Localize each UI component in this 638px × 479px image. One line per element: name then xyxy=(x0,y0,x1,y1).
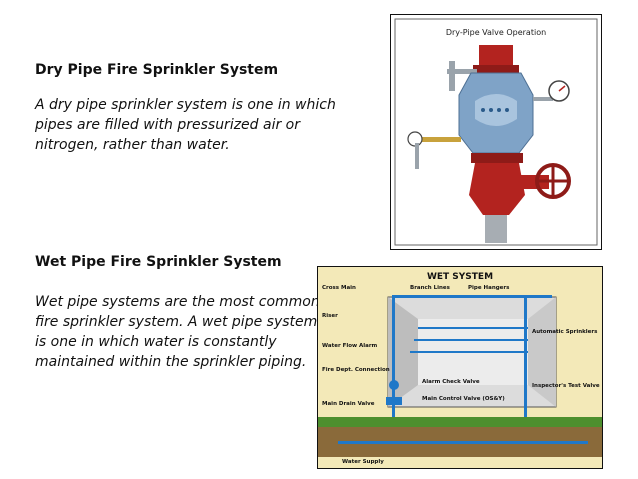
label-fire-dept-connection: Fire Dept. Connection xyxy=(322,367,390,373)
supply-pipe xyxy=(485,215,507,243)
label-water-supply: Water Supply xyxy=(342,459,384,465)
trim-pipe-upper xyxy=(447,69,477,74)
label-automatic-sprinklers: Automatic Sprinklers xyxy=(532,329,598,335)
trim-pipe-vertical xyxy=(449,61,455,91)
top-flange xyxy=(473,65,519,73)
underground-supply-pipe xyxy=(338,441,588,444)
trim-pipe-left xyxy=(421,137,461,142)
label-pipe-hangers: Pipe Hangers xyxy=(468,285,510,291)
wet-pipe-heading: Wet Pipe Fire Sprinkler System xyxy=(35,254,282,270)
gauge-pipe xyxy=(533,97,553,101)
label-branch-lines: Branch Lines xyxy=(410,285,451,291)
label-main-drain-valve: Main Drain Valve xyxy=(322,401,375,407)
dry-pipe-valve-illustration: Dry-Pipe Valve Operation xyxy=(394,18,598,246)
label-main-control-valve: Main Control Valve (OS&Y) xyxy=(422,396,505,402)
dry-figure-title: Dry-Pipe Valve Operation xyxy=(446,28,546,37)
cross-main-pipe xyxy=(392,295,552,298)
alarm-check-valve-icon xyxy=(389,380,399,390)
label-riser: Riser xyxy=(322,313,338,319)
branch-line-3 xyxy=(410,351,528,353)
label-water-flow-alarm: Water Flow Alarm xyxy=(322,343,378,349)
dry-pipe-valve-figure: Dry-Pipe Valve Operation xyxy=(390,14,602,250)
branch-line-1 xyxy=(418,327,528,329)
room-left-wall xyxy=(388,297,418,407)
branch-line-2 xyxy=(414,339,528,341)
label-cross-main: Cross Main xyxy=(322,285,356,291)
room-right-wall xyxy=(528,297,556,407)
side-outlet xyxy=(519,175,549,189)
dry-pipe-heading: Dry Pipe Fire Sprinkler System xyxy=(35,62,279,78)
wet-pipe-description: Wet pipe systems are the most common fir… xyxy=(35,294,320,370)
dry-pipe-description: A dry pipe sprinkler system is one in wh… xyxy=(35,97,336,153)
main-control-valve-icon xyxy=(386,397,402,405)
top-pipe xyxy=(479,45,513,67)
middle-flange xyxy=(471,153,523,163)
label-alarm-check-valve: Alarm Check Valve xyxy=(422,379,480,385)
grass-strip xyxy=(318,417,602,427)
valve-chamber xyxy=(475,94,517,126)
riser-pipe xyxy=(392,295,395,445)
lower-valve-body xyxy=(469,163,525,215)
wet-figure-title: WET SYSTEM xyxy=(427,272,493,282)
wet-system-diagram: WET SYSTEM Cross Main Riser Water Flow A… xyxy=(318,272,602,465)
test-pipe xyxy=(524,297,527,417)
label-inspectors-test-valve: Inspector's Test Valve xyxy=(532,383,600,389)
wet-system-figure: WET SYSTEM Cross Main Riser Water Flow A… xyxy=(317,266,603,469)
